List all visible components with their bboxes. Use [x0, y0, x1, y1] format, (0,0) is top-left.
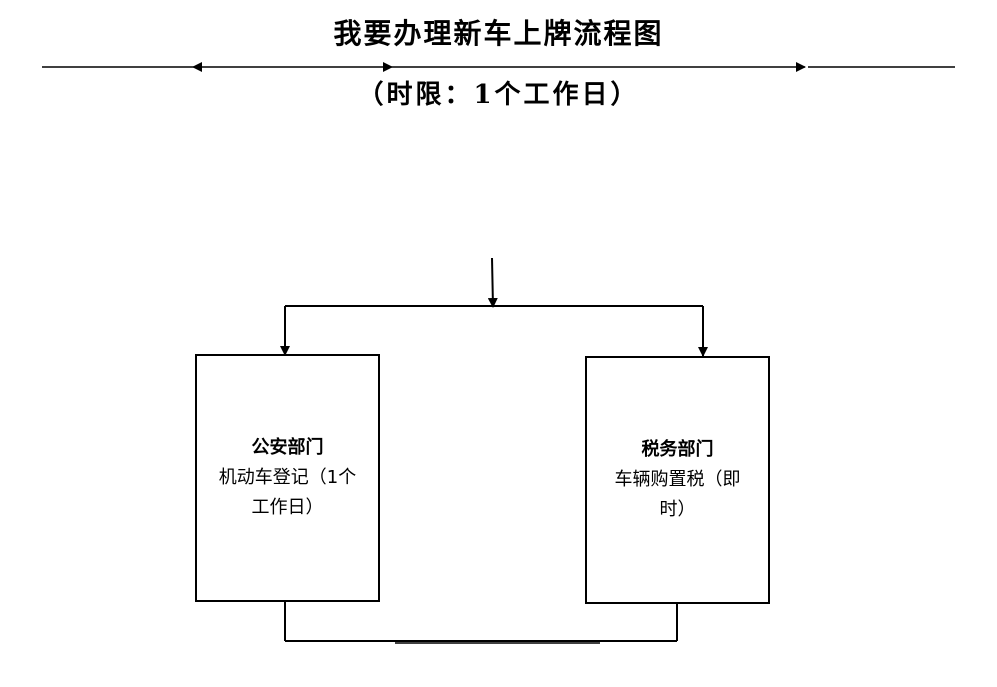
tax-dept-box: 税务部门 车辆购置税（即时）	[585, 356, 770, 604]
page-title: 我要办理新车上牌流程图	[333, 17, 664, 50]
page-subtitle: （时限：1个工作日）	[357, 80, 640, 110]
dept-name: 税务部门	[641, 439, 714, 460]
dept-task: 车辆购置税（即时）	[614, 469, 741, 520]
entry-arrow	[487, 257, 498, 308]
dept-name: 公安部门	[251, 437, 324, 458]
police-dept-box: 公安部门 机动车登记（1个工作日）	[195, 354, 380, 602]
dept-task: 机动车登记（1个工作日）	[218, 467, 357, 518]
bottom-join	[284, 601, 678, 644]
